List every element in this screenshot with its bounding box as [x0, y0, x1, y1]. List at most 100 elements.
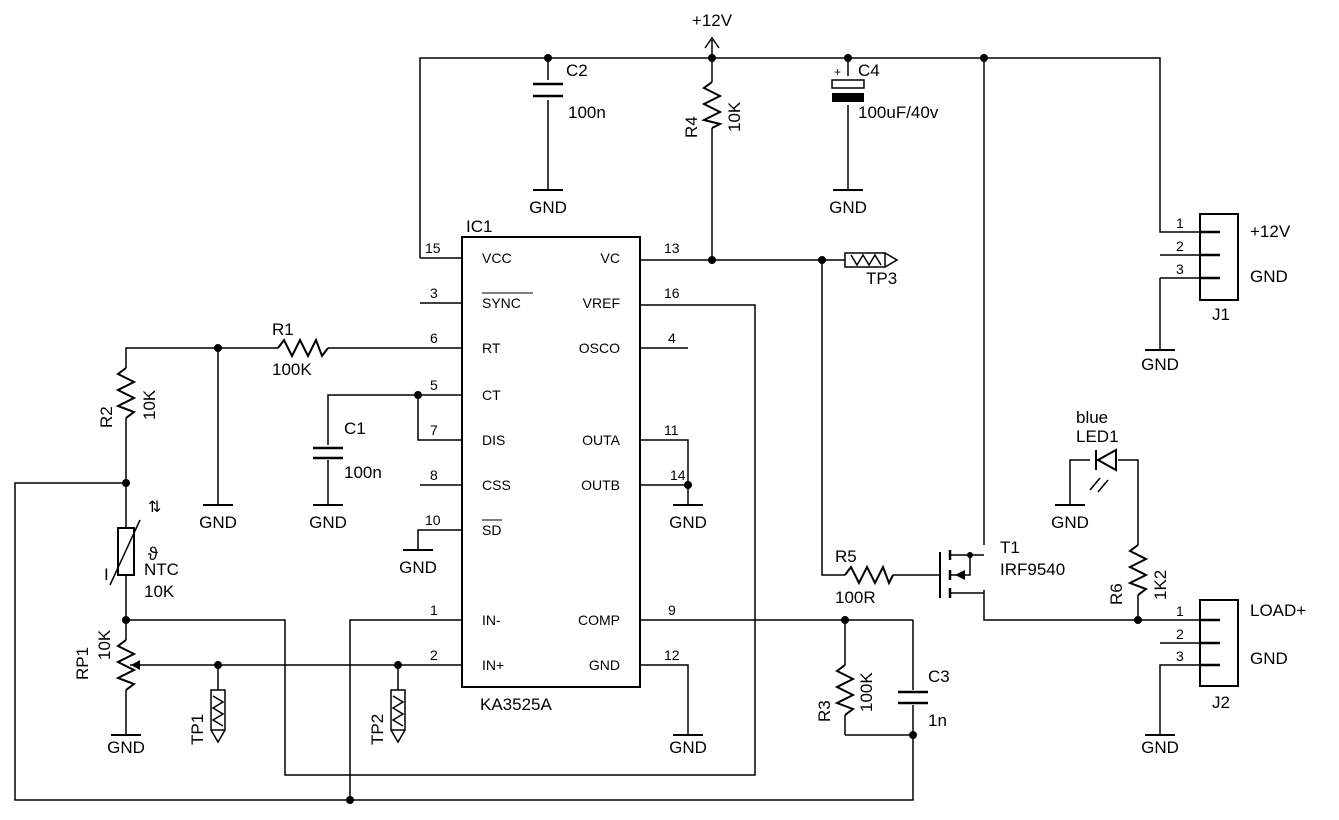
- svg-text:GND: GND: [399, 558, 437, 577]
- svg-text:LED1: LED1: [1076, 427, 1119, 446]
- svg-text:100n: 100n: [344, 463, 382, 482]
- pin-num-5: 5: [430, 377, 438, 393]
- pin-num-10: 10: [425, 512, 441, 528]
- led1: blue LED1: [1076, 408, 1119, 493]
- svg-text:J1: J1: [1212, 305, 1230, 324]
- gnd-j2: GND: [1141, 734, 1179, 757]
- tp3: TP3: [844, 252, 899, 288]
- pin-name-gnd: GND: [589, 657, 620, 673]
- svg-text:+12V: +12V: [1250, 222, 1291, 241]
- svg-text:1: 1: [1176, 603, 1184, 619]
- pin-num-15: 15: [425, 240, 441, 256]
- c1: C1 100n: [313, 419, 382, 482]
- svg-text:10K: 10K: [140, 389, 159, 420]
- pin-num-11: 11: [664, 422, 679, 438]
- svg-text:R3: R3: [815, 700, 834, 722]
- svg-text:100R: 100R: [835, 588, 876, 607]
- svg-text:C2: C2: [566, 61, 588, 80]
- svg-text:LOAD+: LOAD+: [1250, 601, 1306, 620]
- pin-num-4: 4: [668, 330, 676, 346]
- r3: R3 100K: [815, 664, 876, 722]
- tp1: TP1: [188, 689, 226, 745]
- c2: C2 100n: [533, 61, 606, 122]
- r1: R1 100K: [272, 320, 329, 379]
- svg-text:GND: GND: [669, 513, 707, 532]
- gnd-c4: GND: [829, 189, 867, 217]
- svg-text:10K: 10K: [144, 582, 175, 601]
- svg-text:T1: T1: [1000, 538, 1020, 557]
- gnd-sd: GND: [399, 549, 437, 577]
- pin-name-outb: OUTB: [581, 477, 620, 493]
- svg-text:R2: R2: [97, 406, 116, 428]
- pin-name-comp: COMP: [578, 612, 620, 628]
- pin-num-16: 16: [664, 285, 680, 301]
- svg-text:100n: 100n: [568, 103, 606, 122]
- vcc-arrow: +12V: [692, 11, 733, 49]
- svg-text:R6: R6: [1107, 583, 1126, 605]
- svg-text:GND: GND: [1250, 267, 1288, 286]
- svg-text:100K: 100K: [857, 672, 876, 712]
- svg-text:R1: R1: [272, 320, 294, 339]
- svg-text:blue: blue: [1076, 408, 1108, 427]
- svg-text:GND: GND: [669, 738, 707, 757]
- gnd-symbols: GND GND GND GND GND GND GND GND GND GND …: [107, 189, 1179, 757]
- ic1-ref: IC1: [466, 217, 492, 236]
- pin-name-osco: OSCO: [579, 340, 620, 356]
- svg-text:R5: R5: [835, 547, 857, 566]
- svg-text:3: 3: [1176, 261, 1184, 277]
- r4: R4 10K: [682, 81, 744, 138]
- svg-text:GND: GND: [1250, 649, 1288, 668]
- pin-name-inminus: IN-: [482, 612, 501, 628]
- svg-text:100K: 100K: [272, 360, 312, 379]
- pin-name-sync: SYNC: [482, 295, 521, 311]
- svg-text:GND: GND: [1141, 738, 1179, 757]
- vcc-label: +12V: [692, 11, 733, 30]
- svg-text:TP1: TP1: [188, 714, 207, 745]
- pin-num-7: 7: [430, 422, 438, 438]
- svg-text:NTC: NTC: [144, 560, 179, 579]
- svg-text:C4: C4: [858, 61, 880, 80]
- svg-text:C1: C1: [344, 419, 366, 438]
- gnd-ic: GND: [669, 734, 707, 757]
- r5: R5 100R: [835, 547, 894, 607]
- svg-text:GND: GND: [829, 198, 867, 217]
- pin-name-ct: CT: [482, 387, 501, 403]
- pin-name-sd: SD: [482, 522, 501, 538]
- svg-text:10K: 10K: [95, 629, 114, 660]
- pin-num-2: 2: [430, 647, 438, 663]
- svg-text:2: 2: [1176, 238, 1184, 254]
- pin-name-vc: VC: [601, 250, 620, 266]
- gnd-c1: GND: [309, 504, 347, 532]
- pin-name-rt: RT: [482, 340, 501, 356]
- ic1-part: KA3525A: [480, 695, 552, 714]
- svg-text:1n: 1n: [928, 711, 947, 730]
- svg-text:2: 2: [1176, 626, 1184, 642]
- gnd-r1: GND: [199, 504, 237, 532]
- j2: 1 2 3 LOAD+ GND J2: [1176, 599, 1306, 712]
- pin-num-12: 12: [664, 647, 680, 663]
- pin-name-outa: OUTA: [582, 432, 621, 448]
- junctions: [122, 54, 1142, 804]
- gnd-j1: GND: [1141, 349, 1179, 374]
- svg-text:10K: 10K: [725, 101, 744, 132]
- t1: T1 IRF9540: [939, 538, 1065, 598]
- svg-text:GND: GND: [1141, 355, 1179, 374]
- pin-name-vcc: VCC: [482, 250, 512, 266]
- svg-text:+: +: [834, 65, 841, 79]
- svg-text:GND: GND: [107, 738, 145, 757]
- wires: [14, 40, 1200, 801]
- j1: 1 2 3 +12V GND J1: [1176, 213, 1291, 324]
- ic1: IC1 KA3525A VCC SYNC RT CT DIS CSS SD IN…: [425, 217, 686, 714]
- svg-text:IRF9540: IRF9540: [1000, 560, 1065, 579]
- tp2: TP2: [368, 689, 406, 745]
- pin-num-8: 8: [430, 467, 438, 483]
- pin-name-css: CSS: [482, 477, 511, 493]
- gnd-rp1: GND: [107, 734, 145, 757]
- svg-text:R4: R4: [682, 116, 701, 138]
- pin-num-6: 6: [430, 330, 438, 346]
- svg-text:I: I: [104, 565, 109, 584]
- pin-num-14: 14: [670, 467, 686, 483]
- ntc: ⇅ ϑ I NTC 10K: [104, 499, 179, 601]
- svg-text:1K2: 1K2: [1151, 570, 1170, 600]
